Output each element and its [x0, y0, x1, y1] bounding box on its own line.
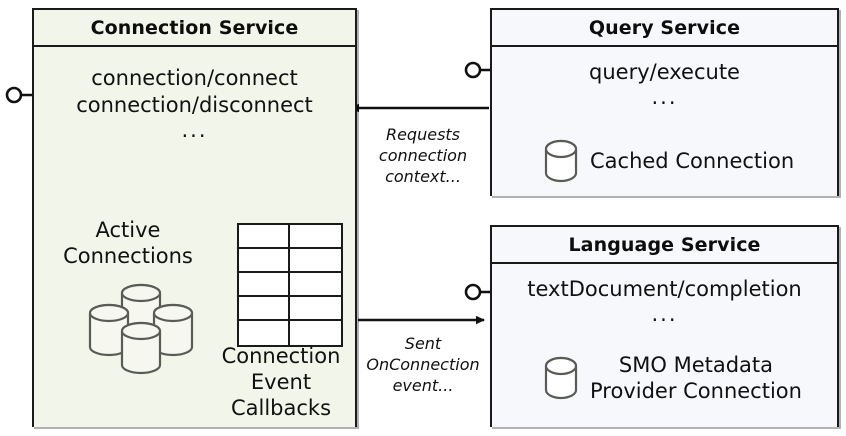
table-cell — [239, 297, 290, 321]
edge-label-connection-to-language: Sent OnConnection event... — [358, 333, 488, 396]
table-cell — [290, 273, 341, 297]
operation-connection-connect: connection/connect — [91, 66, 298, 90]
operation-query-execute: query/execute — [589, 60, 740, 84]
cached-connection-label: Cached Connection — [590, 149, 795, 173]
table-cell — [239, 249, 290, 273]
table-cell — [239, 273, 290, 297]
edge-label-line3: context... — [385, 167, 461, 186]
edge-label-query-to-connection: Requests connection context... — [360, 124, 486, 187]
callbacks-label-line2: Event — [250, 370, 312, 394]
table-cell — [239, 321, 290, 345]
smo-metadata-provider-artifact: SMO Metadata Provider Connection — [544, 352, 802, 404]
operation-connection-disconnect: connection/disconnect — [76, 93, 313, 117]
table-cell — [290, 297, 341, 321]
query-service-header: Query Service — [492, 10, 837, 47]
smo-metadata-provider-label: SMO Metadata Provider Connection — [590, 352, 802, 404]
database-cylinder-icon — [544, 356, 578, 400]
edge-label-line3: event... — [392, 376, 454, 395]
table-cell — [290, 249, 341, 273]
edge-label-line2: OnConnection — [366, 355, 480, 374]
active-connections-label: Active Connections — [48, 217, 208, 269]
connection-service-body: connection/connect connection/disconnect… — [34, 47, 355, 427]
component-language-service[interactable]: Language Service textDocument/completion… — [490, 225, 839, 427]
language-service-operations: textDocument/completion ... — [492, 276, 837, 325]
query-service-ellipsis: ... — [651, 85, 678, 109]
component-query-service[interactable]: Query Service query/execute ... Cached C… — [490, 8, 839, 196]
language-service-ellipsis: ... — [651, 302, 678, 326]
edge-label-line2: connection — [378, 146, 468, 165]
language-service-header: Language Service — [492, 227, 837, 264]
callbacks-label-line3: Callbacks — [230, 396, 332, 420]
smo-label-line1: SMO Metadata — [618, 353, 774, 377]
query-service-operations: query/execute ... — [492, 59, 837, 108]
connection-service-header: Connection Service — [34, 10, 355, 47]
active-connections-label-line2: Connections — [63, 244, 193, 268]
query-service-title: Query Service — [588, 16, 741, 39]
table-cell — [290, 225, 341, 249]
connection-service-title: Connection Service — [90, 16, 299, 39]
active-connections-label-line1: Active — [95, 218, 161, 242]
language-service-title: Language Service — [568, 233, 761, 256]
connection-service-ellipsis: ... — [181, 118, 208, 142]
database-cylinder-icon — [544, 139, 578, 183]
table-cell — [239, 225, 290, 249]
cached-connection-artifact: Cached Connection — [544, 139, 794, 183]
language-service-body: textDocument/completion ... SMO Metadata… — [492, 264, 837, 427]
callbacks-label-line1: Connection — [221, 344, 341, 368]
connection-service-operations: connection/connect connection/disconnect… — [34, 65, 355, 141]
query-service-body: query/execute ... Cached Connection — [492, 47, 837, 196]
connection-event-callbacks-label: Connection Event Callbacks — [206, 343, 356, 421]
edge-label-line1: Requests — [385, 125, 461, 144]
smo-label-line2: Provider Connection — [590, 379, 802, 403]
connection-event-callbacks-table — [237, 223, 343, 347]
table-cell — [290, 321, 341, 345]
edge-label-line1: Sent — [404, 334, 442, 353]
component-connection-service[interactable]: Connection Service connection/connect co… — [32, 8, 357, 427]
operation-textdocument-completion: textDocument/completion — [527, 277, 802, 301]
database-cylinder-cluster-icon — [88, 283, 194, 375]
